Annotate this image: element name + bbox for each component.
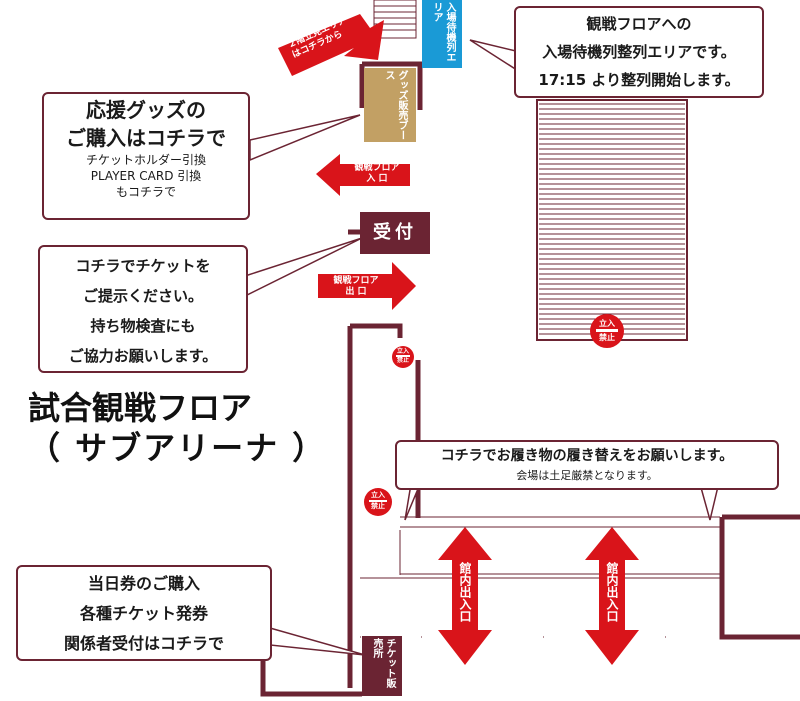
- goods-corridor-wall: [359, 61, 423, 110]
- callout-tickets-line2: 各種チケット発券: [79, 604, 208, 623]
- callout-waiting-line2: 入場待機列整列エリアです。: [542, 43, 736, 61]
- callout-goods-line1: 応援グッズの: [86, 98, 206, 122]
- no-entry-left-bar: [369, 500, 387, 502]
- map-title: 試合観戦フロア （ サブアリーナ ）: [28, 388, 326, 468]
- callout-tickets-line1: 当日券のご購入: [87, 574, 200, 593]
- callout-reception-line2: ご提示ください。: [82, 287, 203, 305]
- callout-shoes: コチラでお履き物の履き替えをお願いします。 会場は土足厳禁となります。: [395, 440, 779, 490]
- hall-entrance-label-2: 館内出入口: [605, 562, 619, 622]
- right-building-wall: [719, 514, 800, 640]
- no-entry-sign-left: 立入 禁止: [364, 488, 392, 516]
- no-entry-small-top: 立入: [396, 348, 409, 355]
- map-title-line1: 試合観戦フロア: [28, 389, 253, 427]
- no-entry-left-bottom: 禁止: [371, 502, 385, 510]
- callout-reception-line3: 持ち物検査にも: [90, 317, 196, 335]
- floor-entrance-label: 観戦フロア 入 口: [354, 163, 400, 184]
- callout-tickets: 当日券のご購入 各種チケット発券 関係者受付はコチラで: [16, 565, 272, 661]
- upstairs-arrow: [278, 14, 384, 76]
- no-entry-bar: [596, 329, 618, 332]
- hall-entrance-arrows: [438, 527, 639, 665]
- arena-left-wall: [347, 323, 403, 688]
- callout-goods-line3: チケットホルダー引換: [85, 153, 206, 167]
- waiting-pointer: [469, 39, 521, 74]
- floor-entrance-arrow: [316, 154, 410, 196]
- callout-reception-line4: ご協力お願いします。: [68, 347, 218, 365]
- no-entry-top: 立入: [599, 319, 615, 328]
- callout-reception: コチラでチケットを ご提示ください。 持ち物検査にも ご協力お願いします。: [38, 245, 248, 373]
- no-entry-small-bar: [396, 355, 410, 357]
- callout-goods-line2: ご購入はコチラで: [66, 126, 226, 150]
- no-entry-sign-waiting: 立入 禁止: [590, 314, 624, 348]
- goods-pointer: [249, 114, 361, 162]
- ticket-counter: チケット販売所: [362, 636, 402, 696]
- callout-waiting: 観戦フロアへの 入場待機列整列エリアです。 17:15 より整列開始します。: [514, 6, 764, 98]
- callout-tickets-line3: 関係者受付はコチラで: [63, 634, 224, 653]
- goods-booth: グッズ販売ブース: [364, 68, 416, 142]
- callout-waiting-line1: 観戦フロアへの: [586, 15, 692, 33]
- reception-box: 受付: [360, 212, 430, 254]
- no-entry-left-top: 立入: [371, 491, 385, 499]
- no-entry-small-bottom: 禁止: [396, 357, 409, 364]
- waiting-line-area: [536, 99, 688, 341]
- callout-shoes-line2: 会場は土足厳禁となります。: [516, 469, 658, 482]
- callout-goods: 応援グッズの ご購入はコチラで チケットホルダー引換 PLAYER CARD 引…: [42, 92, 250, 220]
- floor-exit-arrow: [318, 262, 416, 310]
- goods-booth-label: グッズ販売ブース: [383, 70, 407, 140]
- no-entry-sign-corridor: 立入 禁止: [392, 346, 414, 368]
- dashed-guides: [360, 577, 722, 638]
- hall-entrance-label-1: 館内出入口: [458, 562, 472, 622]
- floor-exit-label: 観戦フロア 出 口: [333, 276, 379, 297]
- shoe-change-strip: [360, 516, 720, 579]
- callout-shoes-line1: コチラでお履き物の履き替えをお願いします。: [440, 448, 734, 464]
- callout-goods-line4: PLAYER CARD 引換: [90, 169, 202, 183]
- callout-goods-line5: もコチラで: [115, 185, 176, 199]
- reception-label: 受付: [373, 222, 417, 243]
- no-entry-bottom: 禁止: [599, 333, 615, 342]
- ticket-counter-label: チケット販売所: [371, 638, 395, 688]
- map-title-line2: （ サブアリーナ ）: [28, 429, 327, 467]
- callout-reception-line1: コチラでチケットを: [75, 257, 211, 275]
- waiting-area-label: 入場待機列エリア: [431, 2, 455, 62]
- callout-waiting-line3: 17:15 より整列開始します。: [538, 71, 740, 89]
- waiting-area-sign: 入場待機列エリア: [422, 0, 462, 68]
